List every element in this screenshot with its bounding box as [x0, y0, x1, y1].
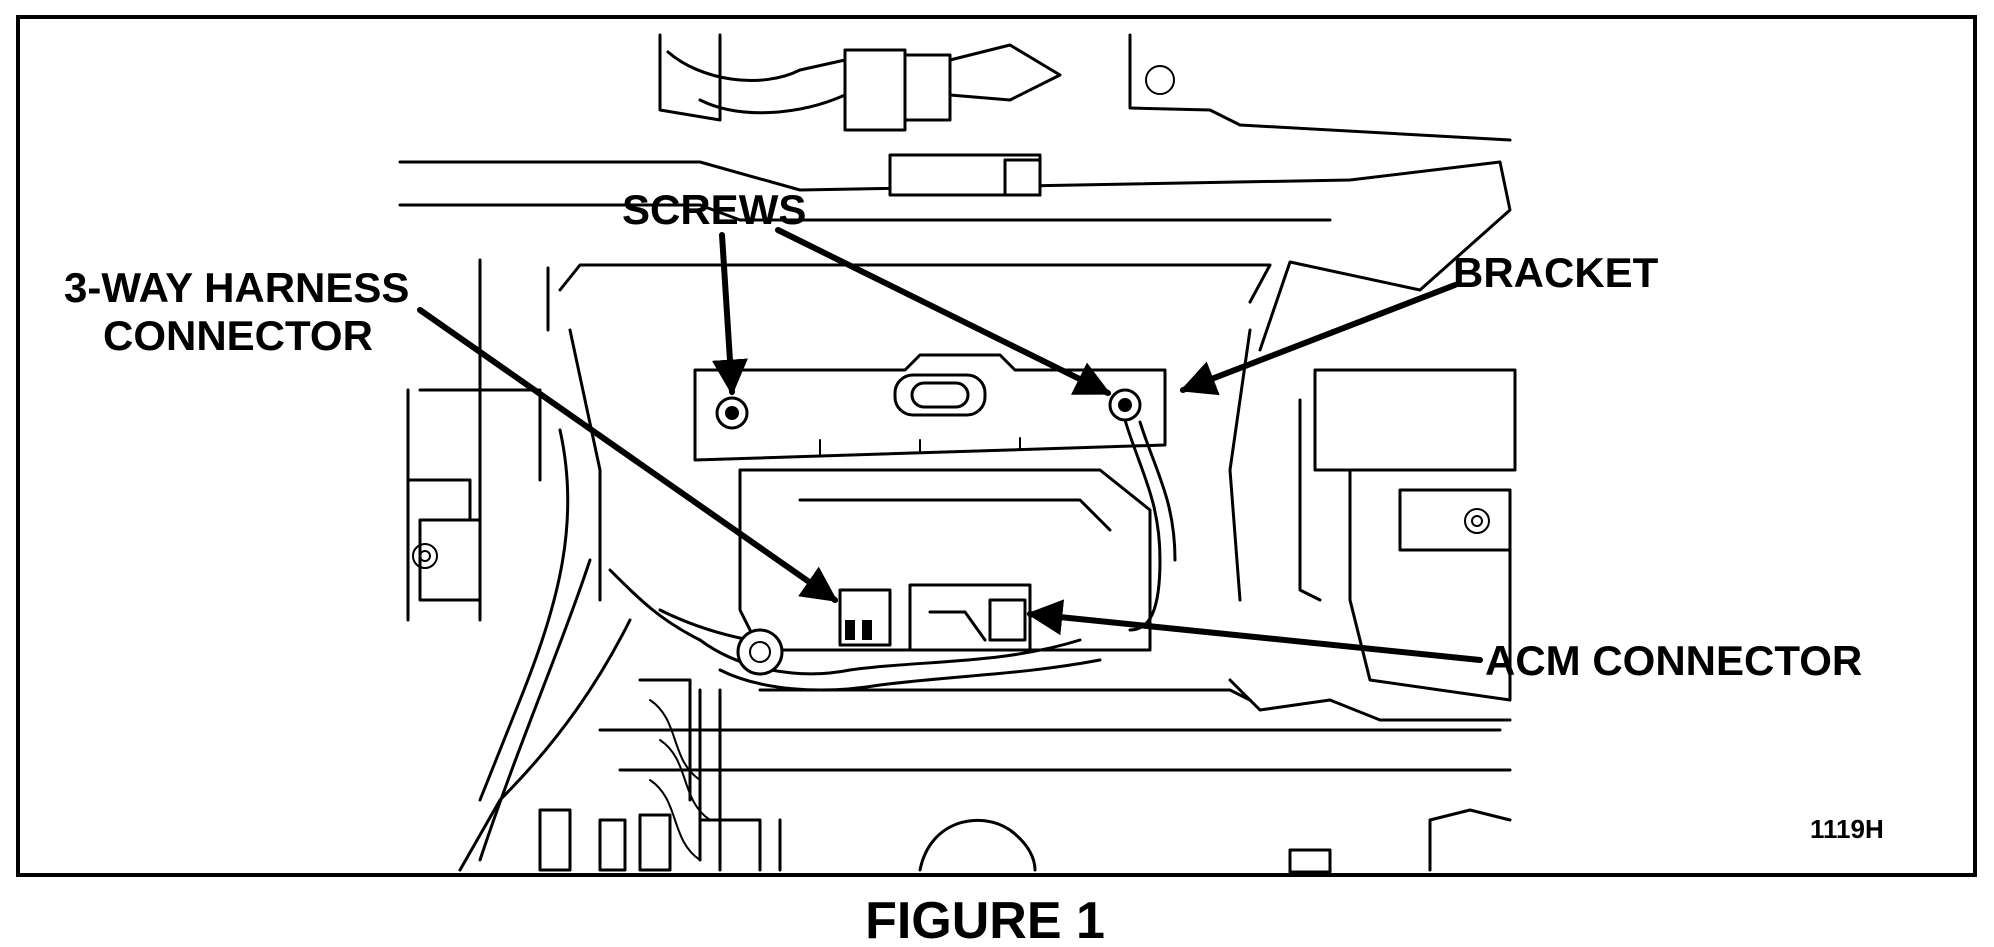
harness-connector-label-line2: CONNECTOR — [103, 312, 373, 359]
acm-connector-label: ACM CONNECTOR — [1485, 637, 1862, 684]
bracket-label: BRACKET — [1453, 249, 1659, 296]
screws-label: SCREWS — [622, 186, 806, 233]
callout-arrows — [417, 227, 1483, 663]
dashboard-illustration — [398, 33, 1517, 874]
acm-connector-arrow — [1026, 599, 1483, 663]
figure-code: 1119H — [1810, 814, 1884, 844]
harness-arrow — [417, 307, 838, 603]
screws-arrow-left — [711, 232, 748, 396]
figure-frame — [16, 15, 1977, 877]
screws-arrow-right — [775, 227, 1112, 396]
screw-right — [1108, 388, 1142, 422]
screw-left — [715, 396, 749, 430]
bracket-arrow — [1179, 282, 1458, 396]
harness-connector-label-line1: 3-WAY HARNESS — [64, 264, 409, 311]
figure-caption: FIGURE 1 — [865, 892, 1105, 947]
